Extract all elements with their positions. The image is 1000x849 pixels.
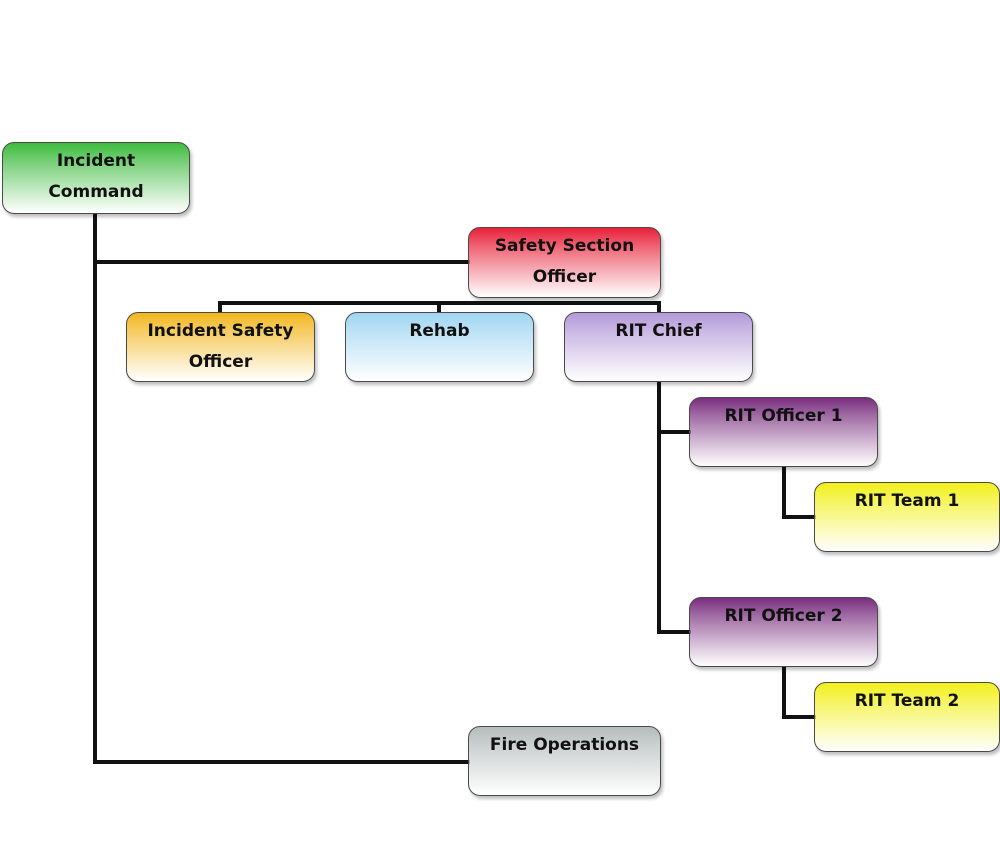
node-rit-officer-1: RIT Officer 1	[689, 397, 878, 467]
node-label: RIT Chief	[615, 321, 702, 341]
node-label: Rehab	[409, 321, 470, 341]
node-rit-officer-2: RIT Officer 2	[689, 597, 878, 667]
node-label: RIT Officer 1	[724, 406, 843, 426]
node-rit-team-2: RIT Team 2	[814, 682, 1000, 752]
node-fire-operations: Fire Operations	[468, 726, 661, 796]
node-label: Fire Operations	[489, 735, 640, 755]
node-rit-team-1: RIT Team 1	[814, 482, 1000, 552]
node-label: RIT Officer 2	[724, 606, 843, 626]
node-rehab: Rehab	[345, 312, 534, 382]
node-rit-chief: RIT Chief	[564, 312, 753, 382]
node-label: RIT Team 1	[854, 491, 960, 511]
node-label: RIT Team 2	[854, 691, 960, 711]
